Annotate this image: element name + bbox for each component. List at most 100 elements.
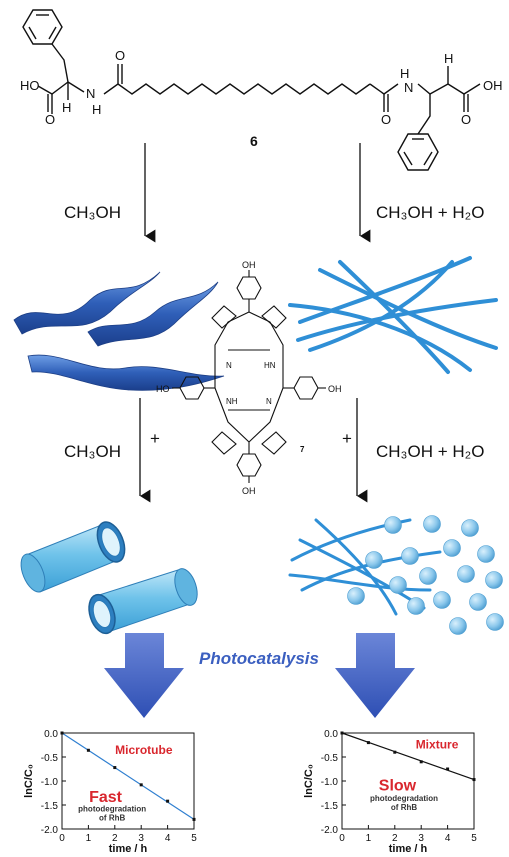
porphyrin-nh-left: NH [226,397,238,406]
nanosphere [347,587,365,605]
porphyrin-7 [172,270,326,483]
nanosphere [433,591,451,609]
fiber-4 [288,303,472,372]
nanosphere [469,593,487,611]
note-line-2: of RhB [99,813,125,822]
ribbon-2 [87,281,219,347]
right-acid-label: OH [483,78,503,93]
molecule-6 [22,9,481,171]
left-photocatalysis-arrow [104,633,184,718]
porphyrin-right-oh: OH [328,384,342,394]
fiber-1 [298,256,472,324]
right-amide-h: H [400,66,409,81]
y-tick-label: -1.5 [41,801,59,812]
x-tick-label: 5 [191,833,197,844]
nanosphere [365,551,383,569]
right-top-solvent-label: CH₃OH + H₂O [376,203,484,222]
nanosphere [443,539,461,557]
data-point [113,766,117,770]
microtube-2 [88,568,198,635]
x-tick-label: 1 [366,833,372,844]
twisted-ribbons [13,271,225,391]
fiber-network [288,256,498,374]
y-axis-label: lnC/C₀ [303,764,315,798]
right-amide-n: N [404,80,413,95]
right-carbonyl-o: O [461,112,471,127]
nanosphere [401,547,419,565]
x-tick-label: 1 [86,833,92,844]
x-tick-label: 5 [471,833,477,844]
porphyrin-n-left: N [226,361,232,370]
nanosphere [449,617,467,635]
ribbon-3 [27,354,225,391]
nanospheres [347,515,504,635]
compound-6-label: 6 [250,133,258,149]
right-photocatalysis-arrow [335,633,415,718]
data-point [139,783,143,787]
series-line [61,732,195,820]
note-line-2: of RhB [391,803,417,812]
y-tick-label: 0.0 [44,729,58,740]
data-point [192,817,196,821]
left-amide-n: N [86,86,95,101]
note-line-1: photodegradation [370,794,438,803]
data-point [86,748,90,752]
speed-label: Fast [89,789,123,806]
left-acid-label: HO [20,78,40,93]
data-point [366,741,370,745]
y-tick-label: -2.0 [321,825,339,836]
y-tick-label: -0.5 [321,753,339,764]
y-tick-label: -1.0 [41,777,59,788]
right-amide-o: O [381,112,391,127]
porphyrin-left-ho: HO [156,384,170,394]
x-tick-label: 2 [392,833,398,844]
data-point [393,750,397,754]
nanosphere [461,519,479,537]
right-alpha-h: H [444,51,453,66]
x-axis-label: time / h [389,843,428,855]
fiber-sphere-mixture [288,515,504,635]
photocatalysis-label: Photocatalysis [199,649,319,668]
data-point [166,799,170,803]
plus-right: + [342,429,352,448]
nanosphere [457,565,475,583]
left-top-solvent-label: CH₃OH [64,203,121,222]
nanosphere [423,515,441,533]
x-tick-label: 4 [445,833,451,844]
x-tick-label: 2 [112,833,118,844]
speed-label: Slow [379,778,417,795]
y-tick-label: 0.0 [324,729,338,740]
x-tick-label: 3 [138,833,144,844]
ribbon-1 [13,271,161,335]
x-tick-label: 4 [165,833,171,844]
plus-left: + [150,429,160,448]
nanosphere [477,545,495,563]
porphyrin-bottom-oh: OH [242,486,256,496]
y-tick-label: -0.5 [41,753,59,764]
fiber-3 [318,268,498,350]
fiber-6 [338,260,450,374]
nanosphere [389,576,407,594]
data-point [472,778,476,782]
y-tick-label: -1.5 [321,801,339,812]
data-point [60,731,64,735]
porphyrin-n-right: N [266,397,272,406]
series-line [341,732,475,781]
series-name-label: Mixture [416,737,459,751]
x-axis-label: time / h [109,843,148,855]
data-point [446,767,450,771]
nanosphere [407,597,425,615]
x-tick-label: 0 [59,833,65,844]
note-line-1: photodegradation [78,805,146,814]
left-carbonyl-o: O [45,112,55,127]
nanosphere [486,613,504,631]
nanosphere [485,571,503,589]
data-point [419,760,423,764]
x-tick-label: 0 [339,833,345,844]
compound-7-label: 7 [300,445,305,454]
left-mid-solvent-label: CH₃OH [64,442,121,461]
x-tick-label: 3 [418,833,424,844]
